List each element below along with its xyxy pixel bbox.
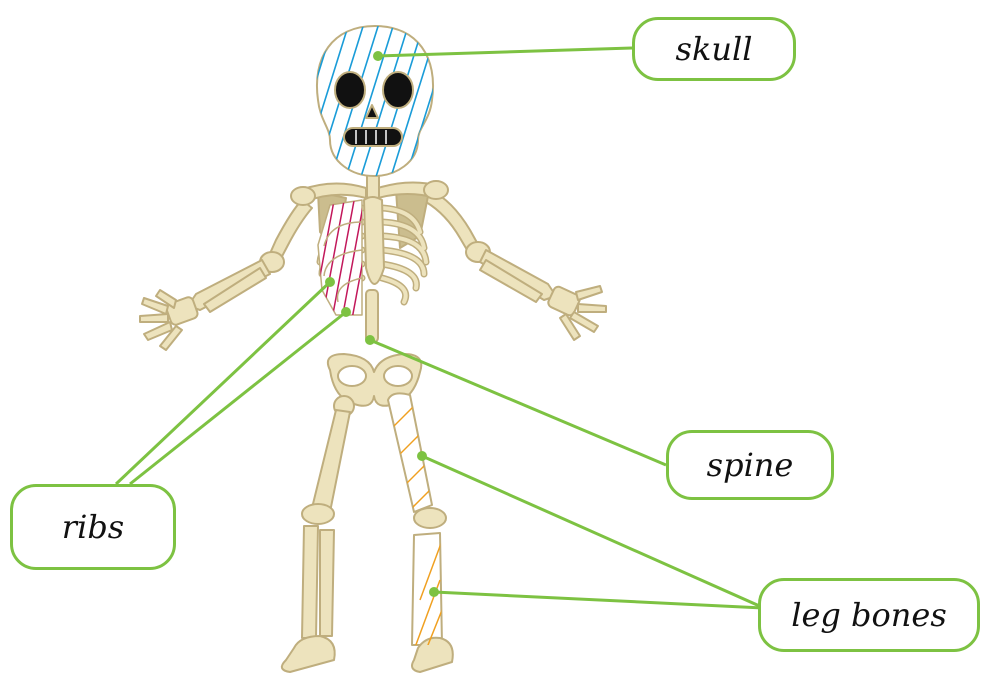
left-leg bbox=[282, 396, 354, 672]
leg-bones-label: leg bones bbox=[758, 578, 980, 652]
right-leg bbox=[388, 393, 453, 672]
skull-label: skull bbox=[632, 17, 796, 81]
leg-bones-connector-lower bbox=[434, 592, 764, 608]
left-arm bbox=[140, 200, 312, 350]
ribs-connector-lower bbox=[130, 312, 346, 484]
ribs-connector-upper bbox=[116, 282, 330, 484]
skull bbox=[285, 20, 455, 180]
skeleton-body bbox=[140, 20, 606, 672]
ribs-label: ribs bbox=[10, 484, 176, 570]
right-arm bbox=[426, 190, 606, 340]
spine-label: spine bbox=[666, 430, 834, 500]
